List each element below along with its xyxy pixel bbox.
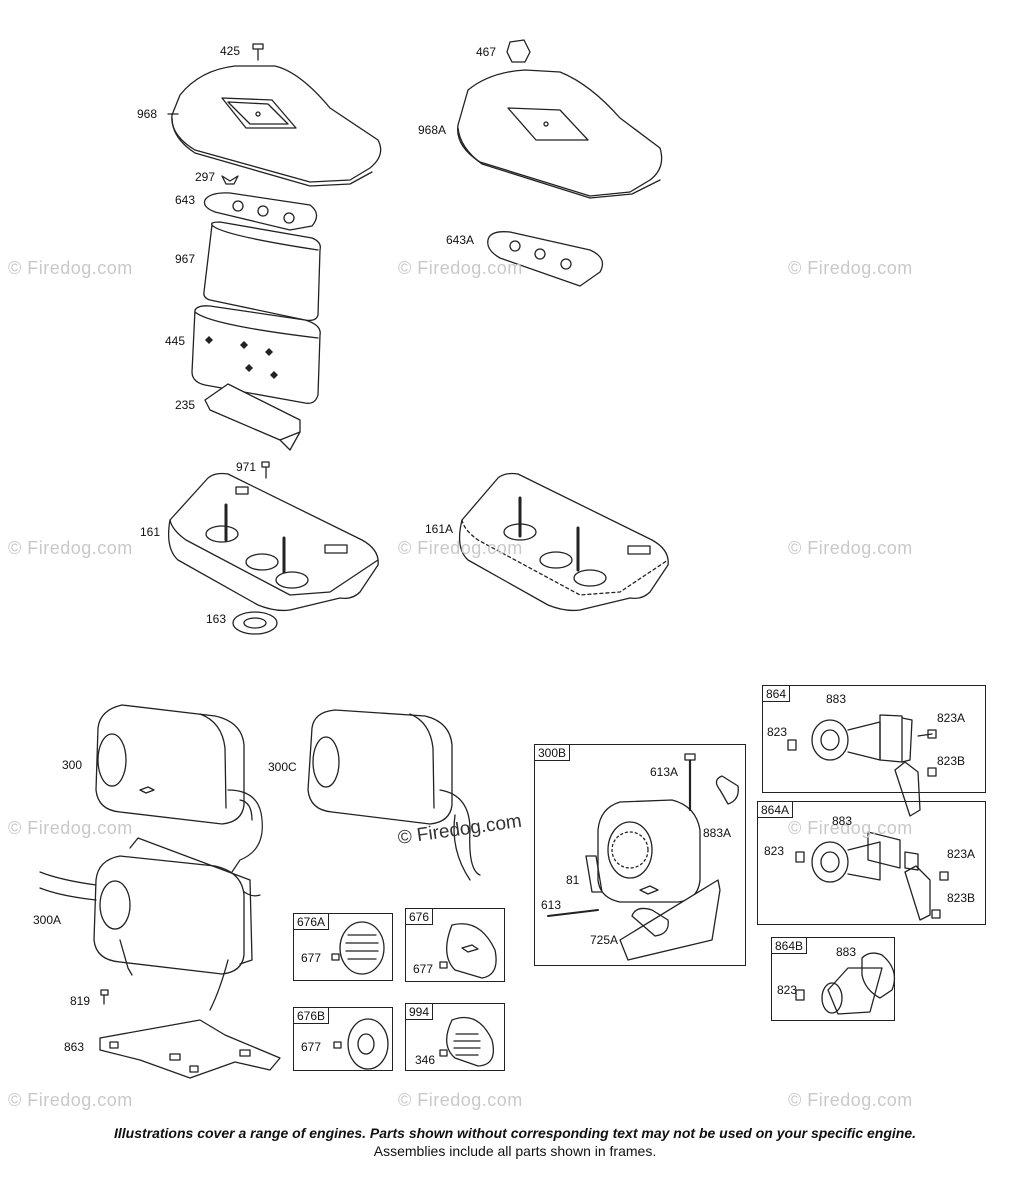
watermark: © Firedog.com — [398, 258, 523, 278]
screw-425-icon — [252, 43, 264, 61]
callout-235: 235 — [175, 398, 196, 412]
callout-81: 81 — [566, 873, 580, 887]
muffler-300-icon — [95, 704, 263, 897]
callout-425: 425 — [220, 44, 241, 58]
footer-note: Assemblies include all parts shown in fr… — [373, 1143, 657, 1159]
deflector-994-icon — [439, 1016, 495, 1067]
frame-label-864: 864 — [763, 686, 791, 702]
callout-968: 968 — [137, 107, 158, 121]
callout-967: 967 — [175, 252, 196, 266]
callout-823B: 823B — [947, 891, 976, 905]
spark-arrester-676A-icon — [331, 921, 385, 975]
air-cleaner-cover-968-icon — [171, 65, 382, 187]
bracket-863-icon — [99, 1019, 281, 1079]
watermark: © Firedog.com — [8, 538, 133, 558]
frame-994: 994 — [405, 1003, 505, 1071]
callout-823: 823 — [764, 844, 785, 858]
spark-arrester-676B-icon — [333, 1018, 389, 1070]
frame-label-300B: 300B — [535, 745, 571, 761]
baffle-235-icon — [204, 383, 301, 451]
screw-971-icon — [261, 461, 270, 479]
watermark: © Firedog.com — [398, 538, 523, 558]
callout-445: 445 — [165, 334, 186, 348]
frame-label-676A: 676A — [294, 914, 330, 930]
callout-613: 613 — [541, 898, 562, 912]
flange-864A-icon — [795, 831, 949, 921]
callout-823: 823 — [767, 725, 788, 739]
plate-643-icon — [203, 192, 318, 231]
flange-864-icon — [787, 714, 937, 817]
air-cleaner-cover-968A-icon — [457, 69, 663, 199]
muffler-300A-icon — [39, 837, 253, 1011]
frame-label-676: 676 — [406, 909, 434, 925]
muffler-300C-icon — [307, 709, 481, 881]
watermark: © Firedog.com — [788, 1090, 913, 1110]
air-cleaner-base-161A-icon — [458, 472, 669, 612]
watermark: © Firedog.com — [788, 818, 913, 838]
callout-863: 863 — [64, 1040, 85, 1054]
callout-643A: 643A — [446, 233, 475, 247]
frame-676B: 676B — [293, 1007, 393, 1071]
watermark: © Firedog.com — [8, 258, 133, 278]
wing-nut-297-icon — [221, 175, 239, 185]
plate-643A-icon — [487, 231, 604, 287]
frame-label-864A: 864A — [758, 802, 794, 818]
muffler-300B-icon — [547, 753, 739, 961]
callout-883: 883 — [836, 945, 857, 959]
callout-677: 677 — [301, 951, 322, 965]
frame-864B: 864B — [771, 937, 895, 1021]
callout-823: 823 — [777, 983, 798, 997]
frame-864A: 864A — [757, 801, 986, 925]
callout-300A: 300A — [33, 913, 62, 927]
callout-161A: 161A — [425, 522, 454, 536]
spark-arrester-676-icon — [439, 923, 497, 979]
air-cleaner-base-161-icon — [167, 472, 379, 612]
frame-label-994: 994 — [406, 1004, 434, 1020]
callout-161: 161 — [140, 525, 161, 539]
callout-643: 643 — [175, 193, 196, 207]
callout-677: 677 — [301, 1040, 322, 1054]
watermark: © Firedog.com — [398, 1090, 523, 1110]
callout-823A: 823A — [937, 711, 966, 725]
frame-864: 864 — [762, 685, 986, 793]
callout-883: 883 — [826, 692, 847, 706]
callout-677: 677 — [413, 962, 434, 976]
pre-cleaner-967-icon — [203, 221, 321, 322]
callout-467: 467 — [476, 45, 497, 59]
callout-613A: 613A — [650, 765, 679, 779]
knob-467-icon — [506, 39, 531, 63]
watermark: © Firedog.com — [788, 258, 913, 278]
frame-label-864B: 864B — [772, 938, 808, 954]
callout-163: 163 — [206, 612, 227, 626]
footer-disclaimer: Illustrations cover a range of engines. … — [113, 1125, 917, 1141]
watermark: © Firedog.com — [788, 538, 913, 558]
frame-676: 676 — [405, 908, 505, 982]
callout-300C: 300C — [268, 760, 297, 774]
callout-819: 819 — [70, 994, 91, 1008]
frame-label-676B: 676B — [294, 1008, 330, 1024]
screw-819-icon — [100, 989, 109, 1005]
watermark: © Firedog.com — [8, 1090, 133, 1110]
callout-297: 297 — [195, 170, 216, 184]
callout-823A: 823A — [947, 847, 976, 861]
callout-968A: 968A — [418, 123, 447, 137]
filter-cartridge-445-icon — [191, 305, 321, 404]
frame-300B: 300B — [534, 744, 746, 966]
flange-864B-icon — [795, 952, 896, 1015]
watermark: © Firedog.com — [8, 818, 133, 838]
callout-823B: 823B — [937, 754, 966, 768]
callout-725A: 725A — [590, 933, 619, 947]
callout-300: 300 — [62, 758, 83, 772]
gasket-163-icon — [232, 611, 278, 635]
callout-883A: 883A — [703, 826, 732, 840]
callout-883: 883 — [832, 814, 853, 828]
callout-971: 971 — [236, 460, 257, 474]
frame-676A: 676A — [293, 913, 393, 981]
callout-346: 346 — [415, 1053, 436, 1067]
